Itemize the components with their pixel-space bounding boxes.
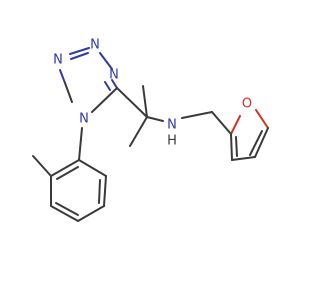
bond-n2-n3	[69, 47, 90, 55]
bond-ph-c2-c3	[103, 175, 107, 207]
bond-c5-c4-double	[249, 130, 263, 156]
bond-nh-ch2	[181, 111, 213, 119]
bond-c3-c2-double	[235, 136, 238, 157]
bond-ch2-furan	[211, 111, 232, 135]
bond-c5-n1	[91, 87, 118, 113]
tetrazole-n1-label: N	[79, 112, 89, 127]
bond-n1-phenyl	[78, 127, 83, 161]
bond-ph-c1-c2	[78, 159, 107, 177]
chemical-structure: N N N N N H O	[32, 38, 269, 222]
tetrazole-n4-label: N	[109, 68, 119, 83]
bond-ph-c3-c4	[77, 205, 105, 222]
bond-c3-c2	[230, 133, 233, 161]
bond-c5-cq	[116, 87, 148, 118]
bond-ph-methyl	[32, 155, 52, 177]
bond-c2-o	[230, 115, 241, 135]
molecule-drawing: N N N N N H O	[32, 38, 269, 222]
bond-n2-n1-lower	[64, 82, 73, 103]
bond-ph-c2-c3-double	[98, 179, 101, 204]
bond-n2-n1-upper	[59, 69, 66, 84]
bond-cq-nh	[146, 116, 164, 122]
bond-ph-c6-c1-double	[56, 166, 79, 180]
bond-cq-methyl-down	[129, 116, 148, 147]
furan-o-label: O	[242, 97, 252, 112]
bond-n2-n3-double	[70, 52, 89, 60]
bond-cq-methyl-up	[142, 85, 148, 118]
bond-n3-n4	[99, 52, 113, 70]
bond-c4-c3	[231, 156, 256, 161]
amine-h-label: H	[167, 134, 177, 149]
bond-ph-c6-c1	[50, 159, 80, 177]
bond-n4-c5-double	[104, 81, 111, 91]
bond-o-c5	[255, 109, 269, 129]
bond-ph-c4-c5	[50, 205, 79, 222]
bond-n4-c5	[111, 79, 118, 89]
bond-ph-c4-c5-double	[55, 202, 79, 216]
tetrazole-n3-label: N	[90, 38, 100, 53]
tetrazole-n2-label: N	[53, 53, 63, 68]
bond-c5-c4	[254, 127, 269, 158]
amine-n-label: N	[167, 118, 177, 133]
